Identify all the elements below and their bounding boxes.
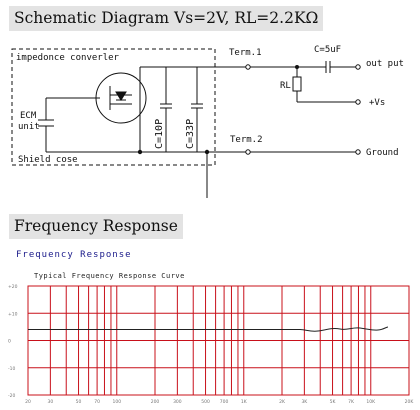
- y-tick-label: -20: [8, 393, 15, 399]
- x-tick-label: 100: [112, 399, 121, 405]
- c10p-label: C=10P: [154, 119, 165, 149]
- output-terminal: [355, 64, 361, 70]
- output-label: out put: [366, 59, 404, 69]
- y-tick-label: +20: [8, 284, 18, 290]
- vs-terminal: [355, 99, 361, 105]
- ecm-unit-label: unit: [18, 122, 40, 132]
- frequency-subtitle: Frequency Response: [16, 250, 132, 260]
- x-tick-label: 1K: [241, 399, 248, 405]
- x-tick-label: 70: [94, 399, 100, 405]
- impedance-converter-label: impedonce converler: [16, 53, 120, 63]
- schematic-title: Schematic Diagram Vs=2V, RL=2.2KΩ: [9, 6, 324, 31]
- x-axis-labels: 20 30 50 70 100 200 300 500 700 1K 2K 3K 5K 7K 10K 20K: [25, 399, 414, 405]
- y-axis-labels: +20 +10 0 -10 -20: [8, 284, 18, 399]
- y-tick-label: +10: [8, 311, 18, 317]
- y-tick-label: -10: [8, 366, 15, 372]
- curve-title: Typical Frequency Response Curve: [34, 272, 185, 280]
- term2-label: Term.2: [230, 135, 263, 145]
- x-tick-label: 3K: [301, 399, 308, 405]
- term2-node: [245, 149, 251, 155]
- shield-case-label: Shield cose: [18, 155, 78, 165]
- x-tick-label: 20K: [405, 399, 415, 405]
- fet-symbol: [95, 72, 147, 124]
- rl-label: RL: [280, 81, 291, 91]
- capacitor-5uf-label: C=5uF: [314, 45, 341, 55]
- term1-label: Term.1: [229, 48, 262, 58]
- frequency-response-title: Frequency Response: [9, 214, 183, 239]
- frequency-response-curve: [28, 326, 389, 332]
- ecm-label: ECM: [20, 111, 37, 121]
- x-tick-label: 10K: [366, 399, 376, 405]
- vs-label: +Vs: [369, 98, 385, 108]
- x-tick-label: 200: [151, 399, 160, 405]
- x-tick-label: 500: [201, 399, 210, 405]
- x-tick-label: 700: [220, 399, 229, 405]
- schematic-diagram: [11, 48, 356, 198]
- ground-terminal: [355, 149, 361, 155]
- x-tick-label: 5K: [330, 399, 337, 405]
- x-tick-label: 2K: [279, 399, 286, 405]
- x-tick-label: 30: [47, 399, 53, 405]
- c33p-label: C=33P: [185, 119, 196, 149]
- x-tick-label: 20: [25, 399, 31, 405]
- frequency-grid: [27, 285, 410, 396]
- x-tick-label: 7K: [348, 399, 355, 405]
- y-tick-label: 0: [8, 339, 11, 345]
- ground-label: Ground: [366, 148, 399, 158]
- x-tick-label: 50: [76, 399, 82, 405]
- term1-node: [245, 64, 251, 70]
- x-tick-label: 300: [173, 399, 182, 405]
- shield-case-box: [11, 48, 216, 166]
